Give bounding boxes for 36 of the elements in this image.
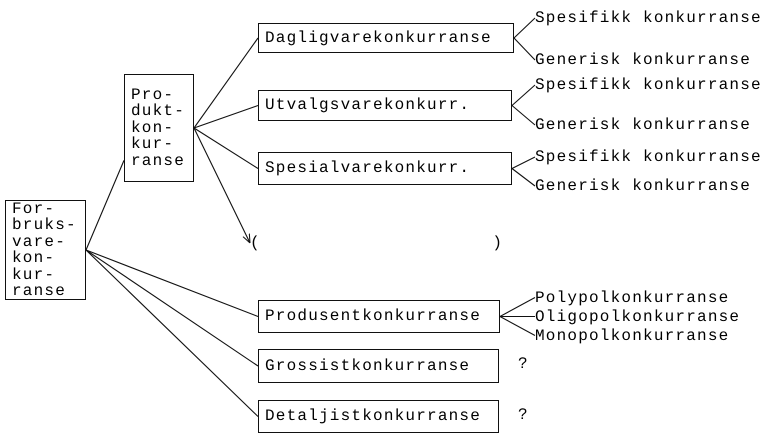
note-text: ?: [518, 356, 529, 372]
connector-line: [86, 160, 124, 250]
category-label: Spesifikk konkurranse: [535, 8, 771, 28]
connector-line: [86, 250, 258, 417]
category-label: Spesifikk konkurranse: [535, 147, 771, 167]
connector-line: [514, 18, 536, 38]
bracket-text: (: [250, 233, 260, 253]
note-text: ?: [518, 407, 529, 424]
category-label: Monopolkonkurranse: [535, 326, 740, 345]
connector-line: [194, 38, 258, 128]
category-box: Pro- dukt- kon- kur- ranse: [124, 74, 194, 182]
category-label: Generisk konkurranse: [535, 176, 759, 196]
category-box: Produsentkonkurranse: [258, 300, 500, 333]
connector-line: [512, 105, 536, 126]
connector-line: [500, 316, 536, 336]
connector-line: [86, 250, 258, 366]
category-label: Generisk konkurranse: [535, 50, 759, 70]
category-box: For- bruks- vare- kon- kur- ranse: [5, 200, 86, 300]
connector-line: [500, 316, 535, 318]
category-box: Utvalgsvarekonkurr.: [258, 90, 512, 121]
category-label: Oligopolkonkurranse: [535, 307, 750, 326]
connector-line: [512, 168, 536, 186]
connector-line: [500, 297, 536, 317]
connector-line: [194, 128, 258, 169]
connector-line: [514, 38, 536, 60]
category-label: Generisk konkurranse: [535, 115, 759, 135]
connector-line: [194, 104, 258, 129]
category-box: Dagligvarekonkurranse: [258, 23, 514, 53]
connector-line: [86, 249, 258, 318]
category-label: Polypolkonkurranse: [535, 288, 740, 307]
arrow: [194, 128, 251, 244]
bracket-text: ): [492, 233, 502, 253]
connector-line: [512, 156, 536, 169]
connector-line: [512, 84, 536, 106]
category-label: Spesifikk konkurranse: [535, 75, 771, 95]
category-box: Spesialvarekonkurr.: [258, 152, 512, 185]
